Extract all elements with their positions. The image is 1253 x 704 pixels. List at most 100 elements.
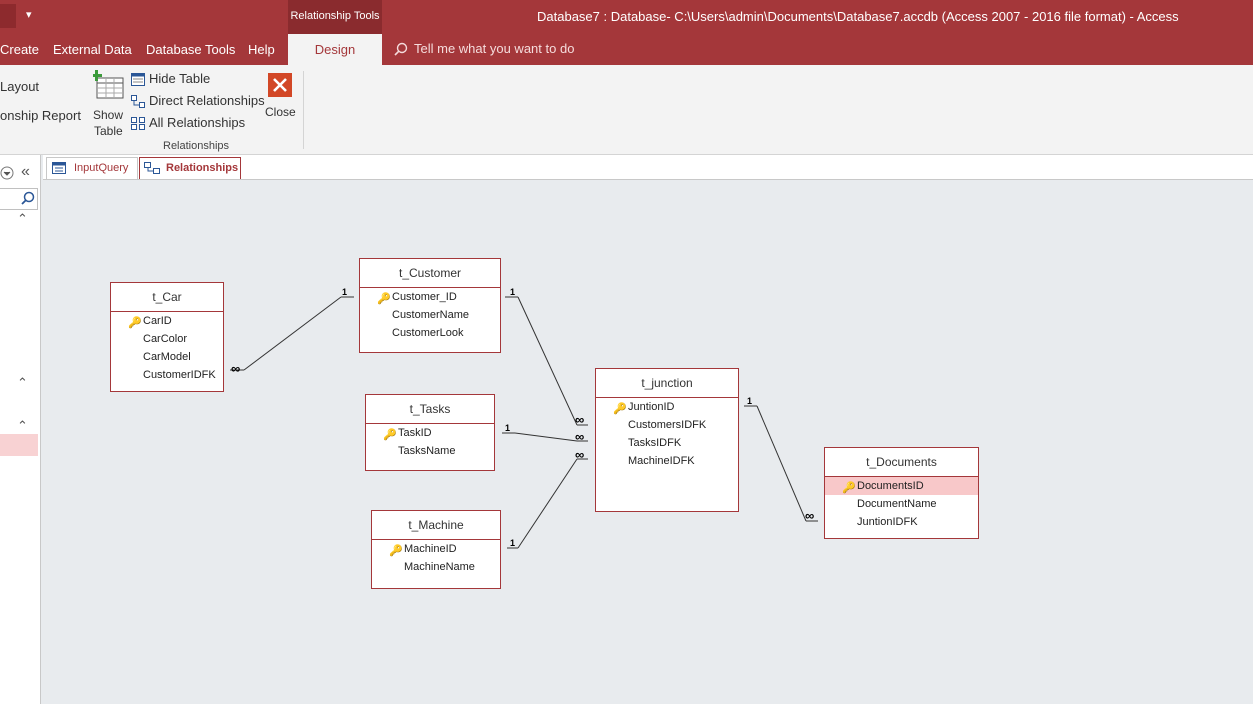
shutter-bar-collapse-icon[interactable]: «	[21, 163, 30, 180]
primary-key-icon: 🔑	[128, 317, 142, 329]
primary-key-icon: 🔑	[377, 293, 391, 305]
field-name: CarModel	[143, 351, 191, 363]
field-name: TasksName	[398, 445, 456, 457]
table-t-car[interactable]: t_Car 🔑CarID CarColor CarModel CustomerI…	[110, 282, 224, 392]
all-relationships-label: All Relationships	[149, 115, 246, 130]
all-relationships-icon	[131, 117, 145, 130]
field-name: TasksIDFK	[628, 437, 682, 449]
tell-me-search[interactable]: Tell me what you want to do	[394, 41, 574, 56]
show-table-icon	[93, 70, 124, 99]
field-name: JuntionID	[628, 401, 675, 413]
field-row[interactable]: CarColor	[111, 330, 223, 348]
table-title[interactable]: t_Tasks	[366, 395, 494, 424]
field-name: CustomerLook	[392, 327, 464, 339]
field-row[interactable]: MachineName	[372, 558, 500, 576]
tab-relationships[interactable]: Relationships	[139, 157, 241, 179]
direct-relationships-button[interactable]: Direct Relationships	[131, 93, 265, 111]
field-row-selected[interactable]: 🔑DocumentsID	[825, 477, 978, 495]
collapse-group-icon[interactable]: ⌃	[17, 418, 28, 433]
direct-relationships-icon	[131, 95, 145, 108]
show-table-label-1: Show	[93, 108, 124, 122]
tab-input-query-label: InputQuery	[74, 162, 129, 174]
field-row[interactable]: DocumentName	[825, 495, 978, 513]
field-name: CarColor	[143, 333, 188, 345]
field-row[interactable]: JuntionIDFK	[825, 513, 978, 531]
collapse-group-icon[interactable]: ⌃	[17, 211, 28, 226]
nav-selected-item[interactable]	[0, 434, 38, 456]
search-icon	[21, 191, 35, 205]
relationships-group-label: Relationships	[163, 140, 230, 152]
field-name: MachineIDFK	[628, 455, 695, 467]
field-row[interactable]: TasksName	[366, 442, 494, 460]
tab-relationships-label: Relationships	[166, 162, 239, 174]
table-t-junction[interactable]: t_junction 🔑JuntionID CustomersIDFK Task…	[595, 368, 739, 512]
navigation-pane: « ⌃ ⌃ ⌃	[0, 155, 41, 704]
context-tab-relationship-tools: Relationship Tools	[288, 0, 382, 34]
field-name: Customer_ID	[392, 291, 457, 303]
close-icon	[268, 73, 292, 97]
field-row[interactable]: CustomerName	[360, 306, 500, 324]
hide-table-button[interactable]: Hide Table	[131, 71, 261, 89]
relationship-report-button[interactable]: onship Report	[0, 108, 81, 123]
tab-create[interactable]: Create	[0, 42, 40, 57]
edit-relationships-layout-button[interactable]: Layout	[0, 79, 40, 94]
field-name: CustomersIDFK	[628, 419, 707, 431]
field-row[interactable]: 🔑TaskID	[366, 424, 494, 442]
field-row[interactable]: 🔑Customer_ID	[360, 288, 500, 306]
table-t-machine[interactable]: t_Machine 🔑MachineID MachineName	[371, 510, 501, 589]
hide-table-icon	[131, 73, 145, 86]
table-t-documents[interactable]: t_Documents 🔑DocumentsID DocumentName Ju…	[824, 447, 979, 539]
document-tabs: InputQuery Relationships	[43, 155, 1253, 180]
show-table-label-2: Table	[94, 124, 123, 138]
primary-key-icon: 🔑	[383, 429, 397, 441]
window-title: Database7 : Database- C:\Users\admin\Doc…	[537, 9, 1179, 24]
all-relationships-button[interactable]: All Relationships	[131, 115, 261, 133]
field-row[interactable]: 🔑JuntionID	[596, 398, 738, 416]
field-row[interactable]: TasksIDFK	[596, 434, 738, 452]
quick-access-icon[interactable]	[0, 4, 16, 28]
field-row[interactable]: CustomerIDFK	[111, 366, 223, 384]
field-row[interactable]: 🔑CarID	[111, 312, 223, 330]
table-title[interactable]: t_junction	[596, 369, 738, 398]
tab-input-query[interactable]: InputQuery	[46, 157, 138, 179]
ribbon-design: Layout onship Report Show Table Hide Tab…	[0, 65, 1253, 155]
field-row[interactable]: CustomersIDFK	[596, 416, 738, 434]
ribbon-tabs: Create External Data Database Tools Help…	[0, 34, 1253, 65]
table-t-tasks[interactable]: t_Tasks 🔑TaskID TasksName	[365, 394, 495, 471]
tab-database-tools[interactable]: Database Tools	[146, 42, 236, 57]
field-name: DocumentsID	[857, 480, 924, 492]
tab-external-data[interactable]: External Data	[53, 42, 132, 57]
field-name: MachineID	[404, 543, 457, 555]
direct-relationships-label: Direct Relationships	[149, 93, 265, 108]
primary-key-icon: 🔑	[389, 545, 403, 557]
relationships-icon	[144, 162, 160, 174]
tab-help[interactable]: Help	[248, 42, 275, 57]
field-name: MachineName	[404, 561, 475, 573]
field-name: CarID	[143, 315, 172, 327]
field-name: TaskID	[398, 427, 432, 439]
table-title[interactable]: t_Machine	[372, 511, 500, 540]
hide-table-label: Hide Table	[149, 71, 211, 86]
primary-key-icon: 🔑	[613, 403, 627, 415]
close-relationships-button[interactable]: Close	[263, 73, 297, 123]
collapse-group-icon[interactable]: ⌃	[17, 375, 28, 390]
nav-search-input[interactable]	[0, 188, 38, 210]
title-bar: ▾ Relationship Tools Database7 : Databas…	[0, 0, 1253, 34]
close-label: Close	[265, 105, 296, 119]
field-name: CustomerName	[392, 309, 470, 321]
lightbulb-search-icon	[394, 42, 408, 56]
tab-design[interactable]: Design	[288, 34, 382, 65]
table-t-customer[interactable]: t_Customer 🔑Customer_ID CustomerName Cus…	[359, 258, 501, 353]
field-row[interactable]: CustomerLook	[360, 324, 500, 342]
field-row[interactable]: MachineIDFK	[596, 452, 738, 470]
field-row[interactable]: CarModel	[111, 348, 223, 366]
field-row[interactable]: 🔑MachineID	[372, 540, 500, 558]
table-title[interactable]: t_Car	[111, 283, 223, 312]
quick-access-dropdown-icon[interactable]: ▾	[26, 9, 32, 21]
field-name: JuntionIDFK	[857, 516, 918, 528]
nav-menu-dropdown-icon[interactable]	[0, 166, 14, 180]
ribbon-group-separator	[303, 71, 304, 149]
show-table-button[interactable]: Show Table	[91, 70, 125, 140]
table-title[interactable]: t_Documents	[825, 448, 978, 477]
table-title[interactable]: t_Customer	[360, 259, 500, 288]
